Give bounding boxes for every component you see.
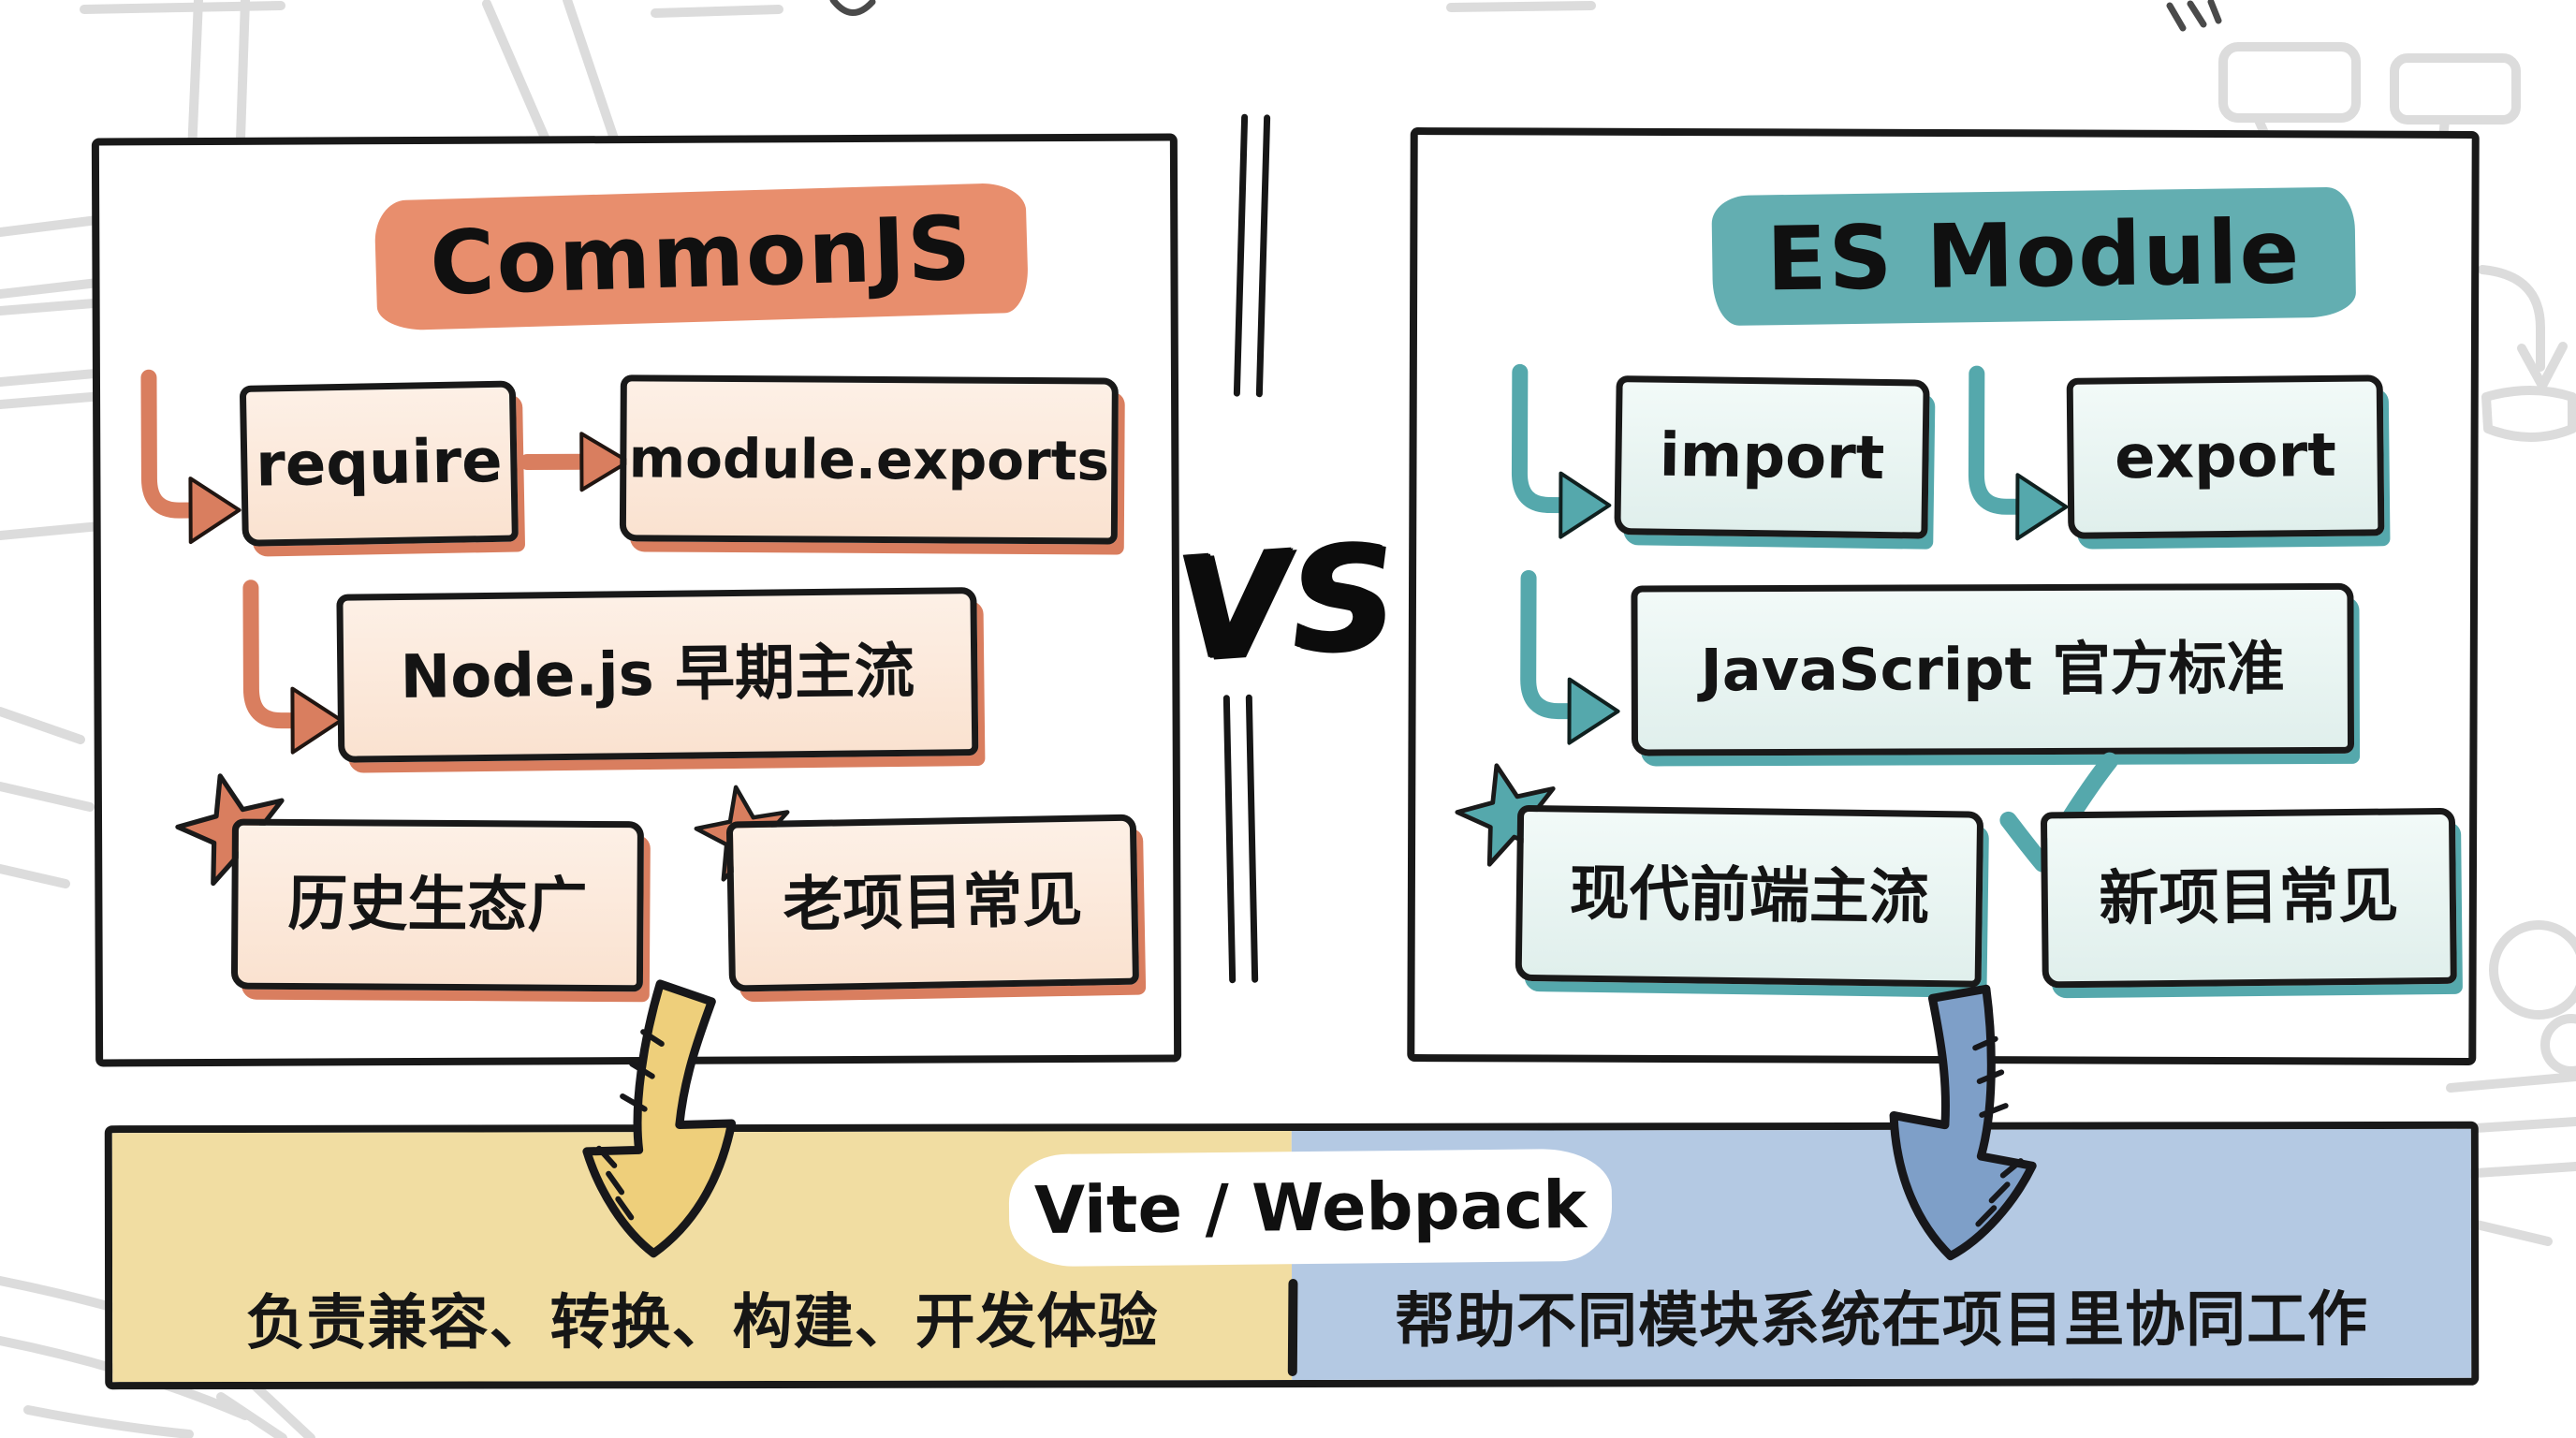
- nodejs-feature-box: Node.js 早期主流: [336, 587, 979, 763]
- hook-arrow-icon: [1968, 365, 2069, 541]
- module-exports-box: module.exports: [619, 374, 1119, 545]
- down-arrow-icon: [582, 979, 737, 1258]
- legacy-tag-box: 老项目常见: [725, 814, 1140, 992]
- down-arrow-icon: [1889, 984, 2037, 1261]
- vs-label: VS: [1172, 512, 1403, 694]
- commonjs-title: CommonJS: [373, 182, 1029, 332]
- modern-tag-box: 现代前端主流: [1515, 804, 1984, 988]
- import-box: import: [1614, 375, 1930, 539]
- hook-arrow-icon: [1511, 363, 1612, 539]
- hook-arrow-icon: [1520, 569, 1620, 745]
- new-project-tag-box: 新项目常见: [2040, 807, 2457, 989]
- vite-webpack-label: Vite / Webpack: [1008, 1148, 1613, 1268]
- right-arrow-icon: [519, 432, 631, 492]
- esmodule-panel: ES Module import export JavaScript 官方标准 …: [1407, 127, 2480, 1065]
- tooling-left-text: 负责兼容、转换、构建、开发体验: [245, 1287, 1159, 1358]
- divider-lines-bottom: [1222, 694, 1259, 984]
- vite-webpack-text: Vite / Webpack: [1033, 1166, 1588, 1250]
- commonjs-panel: CommonJS require module.exports Node.js …: [91, 133, 1182, 1067]
- export-box: export: [2066, 374, 2385, 539]
- js-standard-box: JavaScript 官方标准: [1631, 582, 2355, 756]
- hook-arrow-icon: [140, 369, 242, 545]
- esmodule-title: ES Module: [1711, 186, 2357, 327]
- require-box: require: [239, 380, 519, 547]
- tooling-bar-divider: [1287, 1278, 1298, 1377]
- hook-arrow-icon: [242, 580, 344, 755]
- tooling-right-text: 帮助不同模块系统在项目里协同工作: [1395, 1284, 2369, 1357]
- history-tag-box: 历史生态广: [230, 818, 644, 992]
